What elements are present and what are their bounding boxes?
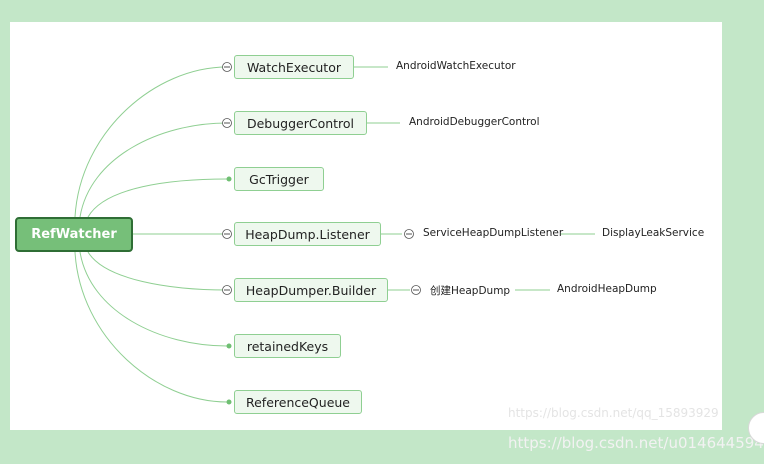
- subnode-create-heapdump[interactable]: 创建HeapDump: [430, 285, 511, 297]
- subnode-serviceheapdumplistener[interactable]: ServiceHeapDumpListener: [423, 227, 564, 239]
- leaf-displayleakservice[interactable]: DisplayLeakService: [602, 227, 705, 239]
- leaf-dot-gctrigger: [226, 176, 232, 182]
- node-watchexecutor[interactable]: WatchExecutor: [234, 55, 354, 79]
- connector-layer: [74, 62, 595, 405]
- node-retainedkeys[interactable]: retainedKeys: [234, 334, 341, 358]
- connector-gctrigger: [87, 178, 228, 218]
- node-heapdump-listener[interactable]: HeapDump.Listener: [234, 222, 381, 246]
- node-gctrigger[interactable]: GcTrigger: [234, 167, 324, 191]
- leaf-androiddebuggercontrol[interactable]: AndroidDebuggerControl: [409, 116, 540, 128]
- connector-referencequeue: [74, 251, 228, 403]
- watermark-large: https://blog.csdn.net/u014644594: [508, 434, 764, 452]
- leaf-dot-retainedkeys: [226, 343, 232, 349]
- leaf-androidwatchexecutor[interactable]: AndroidWatchExecutor: [396, 60, 516, 72]
- node-referencequeue[interactable]: ReferenceQueue: [234, 390, 362, 414]
- connector-debuggercontrol: [79, 122, 228, 218]
- connector-heapdumperbuilder: [87, 251, 228, 291]
- node-debuggercontrol[interactable]: DebuggerControl: [234, 111, 367, 135]
- node-heapdumper-builder[interactable]: HeapDumper.Builder: [234, 278, 388, 302]
- watermark-small: https://blog.csdn.net/qq_15893929: [508, 406, 719, 420]
- connector-watchexecutor: [74, 66, 228, 218]
- root-node-refwatcher[interactable]: RefWatcher: [15, 217, 133, 252]
- leaf-androidheapdump[interactable]: AndroidHeapDump: [557, 283, 657, 295]
- leaf-dot-referencequeue: [226, 399, 232, 405]
- connector-retainedkeys: [79, 251, 228, 347]
- mindmap-canvas: RefWatcher WatchExecutor DebuggerControl…: [10, 22, 722, 430]
